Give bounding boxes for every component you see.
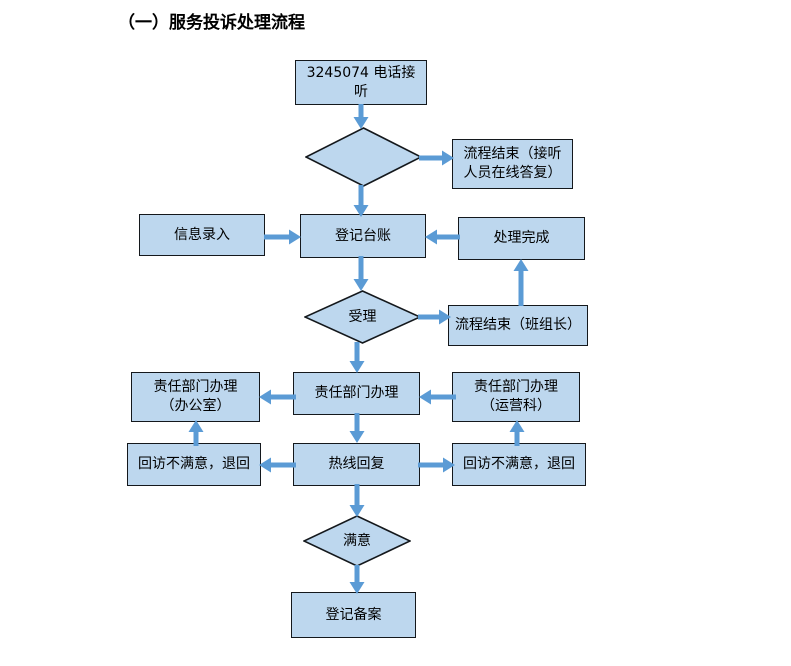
edge-accept-to-dept-main: [348, 342, 366, 374]
node-process-done-label: 处理完成: [493, 230, 550, 247]
page-title: （一）服务投诉处理流程: [118, 13, 305, 33]
edge-hotline-reply-to-return-right: [418, 456, 456, 474]
node-dept-main-label: 责任部门办理: [314, 385, 399, 402]
edge-satisfied-to-register-file: [348, 565, 366, 595]
node-dept-office-label: 责任部门办理 （办公室）: [153, 379, 238, 414]
edge-end-teamleader-to-process-done: [512, 258, 530, 306]
node-dept-operation[interactable]: 责任部门办理 （运营科）: [452, 372, 580, 422]
node-accept-label: 受理: [348, 308, 377, 325]
edge-call-to-decision1: [352, 104, 370, 130]
node-call[interactable]: 3245074 电话接听: [295, 60, 427, 105]
node-return-right[interactable]: 回访不满意，退回: [452, 443, 586, 486]
node-end-teamleader[interactable]: 流程结束（班组长）: [448, 305, 588, 346]
edge-dept-operation-to-dept-main: [418, 388, 456, 406]
node-dept-operation-label: 责任部门办理 （运营科）: [474, 379, 558, 414]
edge-info-entry-to-register-ledger: [264, 228, 302, 246]
node-accept[interactable]: 受理: [304, 290, 421, 344]
node-end-online[interactable]: 流程结束（接听 人员在线答复）: [452, 139, 573, 189]
node-dept-office[interactable]: 责任部门办理 （办公室）: [131, 372, 260, 422]
node-end-teamleader-label: 流程结束（班组长）: [455, 317, 581, 334]
node-info-entry[interactable]: 信息录入: [139, 214, 265, 256]
edge-dept-main-to-dept-office: [258, 388, 296, 406]
node-satisfied[interactable]: 满意: [303, 515, 411, 567]
diamond-shape: [304, 290, 421, 344]
node-register-ledger-label: 登记台账: [335, 227, 391, 244]
node-call-label: 3245074 电话接听: [306, 64, 416, 100]
edge-hotline-reply-to-satisfied: [348, 484, 366, 518]
edge-decision1-to-register-ledger: [352, 185, 370, 218]
node-dept-main[interactable]: 责任部门办理: [293, 372, 420, 415]
edge-process-done-to-register-ledger: [424, 228, 460, 246]
node-register-file-label: 登记备案: [325, 606, 382, 623]
node-return-left[interactable]: 回访不满意，退回: [127, 443, 261, 486]
node-register-file[interactable]: 登记备案: [291, 592, 416, 638]
edge-dept-main-to-hotline-reply: [348, 413, 366, 444]
node-info-entry-label: 信息录入: [174, 226, 230, 243]
node-process-done[interactable]: 处理完成: [458, 217, 585, 260]
edge-return-left-to-dept-office: [187, 420, 205, 446]
edge-decision1-to-end-online: [419, 149, 455, 167]
edge-register-ledger-to-accept: [352, 256, 370, 292]
edge-accept-to-end-teamleader: [418, 308, 452, 326]
edge-hotline-reply-to-return-left: [258, 456, 296, 474]
node-return-left-label: 回访不满意，退回: [138, 456, 250, 473]
node-decision1[interactable]: [305, 127, 422, 187]
node-return-right-label: 回访不满意，退回: [463, 456, 575, 473]
node-satisfied-label: 满意: [343, 532, 371, 549]
node-hotline-reply-label: 热线回复: [328, 456, 385, 473]
edge-return-right-to-dept-operation: [508, 420, 526, 446]
node-end-online-label: 流程结束（接听 人员在线答复）: [463, 146, 562, 181]
node-register-ledger[interactable]: 登记台账: [300, 214, 426, 258]
node-hotline-reply[interactable]: 热线回复: [293, 443, 420, 486]
diamond-shape: [305, 127, 422, 187]
